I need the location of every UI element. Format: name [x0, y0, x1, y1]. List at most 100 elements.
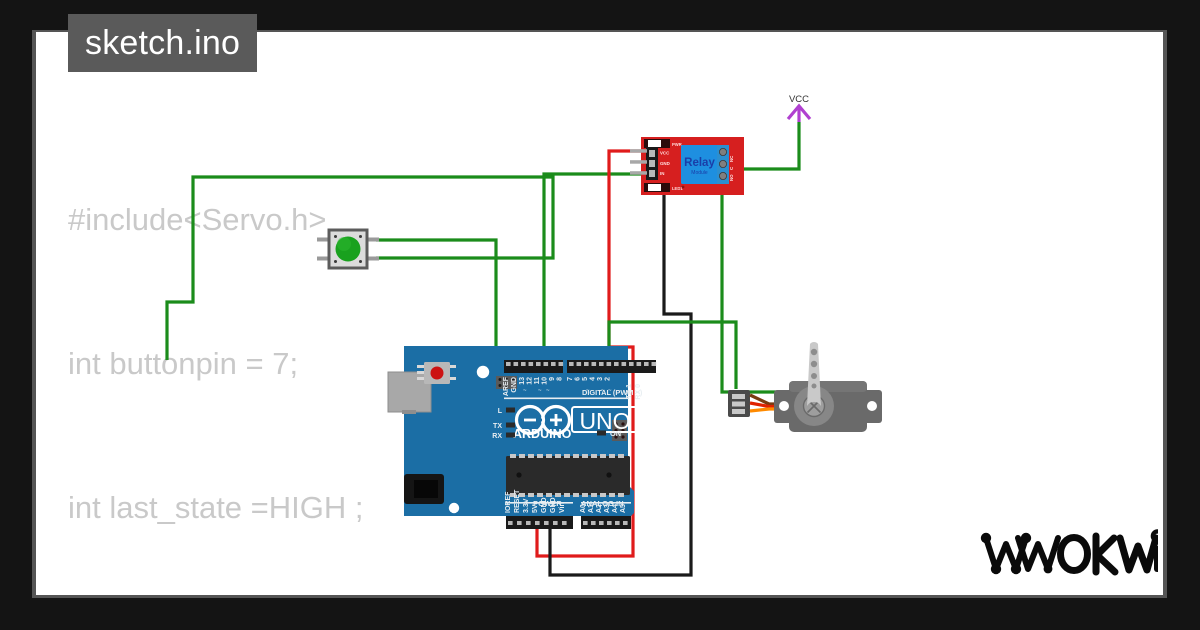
power-underline [506, 502, 573, 504]
relay-module[interactable]: PWR LED1 VCC GND IN Relay [630, 137, 744, 195]
digital-pin-labels-left: AREF GND 13 12 11 10 9 8 [503, 376, 564, 396]
wire-relay-in-to-pin8[interactable] [542, 172, 644, 360]
digital-pin-label: 8 [557, 377, 564, 381]
relay-led1-label: LED1 [672, 186, 683, 191]
svg-text:~: ~ [608, 388, 612, 394]
analog-header[interactable] [581, 516, 631, 529]
pwm-tilde-marks: ~~~ ~~~ [523, 388, 612, 394]
button-cap-highlight [337, 237, 351, 251]
button-corner-bl [334, 260, 337, 263]
relay-gnd-label: GND [660, 161, 670, 166]
board-brand-label: ARDUINO [513, 427, 572, 441]
relay-in-label: IN [660, 171, 664, 176]
relay-pin-gnd[interactable] [649, 160, 655, 167]
svg-text:~: ~ [523, 388, 527, 394]
power-jack-inner [414, 480, 438, 498]
digital-header-pin-pads [506, 362, 657, 366]
servo-connector-pin1 [732, 394, 745, 399]
relay-vcc-label: VCC [660, 151, 670, 156]
power-pin-label: IOREF [505, 491, 512, 513]
power-pin-label: RESET [514, 489, 521, 513]
relay-tail-in [630, 171, 647, 175]
led-label-l: L [498, 408, 503, 415]
digital-pin-label: 4 [590, 377, 597, 381]
wire-button-to-pin7[interactable] [376, 238, 498, 360]
wire-servo-signal-to-pin9[interactable] [607, 320, 738, 389]
servo-connector-pin3 [732, 409, 745, 414]
sketch-file-tab[interactable]: sketch.ino [68, 14, 258, 72]
button-leg-top-right [366, 237, 379, 242]
analog-pin-label: A1 [588, 504, 595, 513]
reset-leg-l1 [417, 365, 424, 368]
wire-button-to-gnd[interactable] [165, 175, 555, 360]
wokwi-node-dots [980, 532, 1053, 575]
vcc-supply-symbol[interactable]: VCC [786, 94, 812, 122]
pushbutton[interactable] [317, 228, 379, 270]
atmega328-chip [506, 454, 630, 497]
power-pin-labels: IOREF RESET 3.3V 5V GND GND Vin [505, 489, 566, 513]
relay-subtitle: Module [691, 170, 708, 176]
power-pin-label: 3.3V [523, 498, 530, 513]
button-leg-bot-right [366, 256, 379, 261]
reset-leg-r1 [450, 365, 456, 368]
servo-horn-holes [810, 348, 818, 389]
digital-pin-label: 9 [549, 377, 556, 381]
digital-pin-labels-right: 7 6 5 4 3 2 TX 1 RX 0 [567, 377, 642, 400]
wire-relay-no-to-vcc[interactable] [742, 122, 801, 171]
wire-relay-c-to-servo[interactable] [720, 182, 798, 400]
power-pin-label: 5V [532, 504, 539, 513]
diagram-canvas[interactable]: #include<Servo.h> int buttonpin = 7; int… [36, 32, 1163, 595]
analog-header-pads [583, 521, 628, 525]
digital-pin-label: 6 [575, 377, 582, 381]
relay-terminal-nc[interactable] [719, 171, 728, 180]
digital-pin-label: GND [511, 377, 518, 393]
power-pin-label: GND [541, 497, 548, 513]
mounting-hole-top [476, 365, 490, 379]
servo-connector-pin2 [732, 401, 745, 407]
digital-header-right[interactable] [567, 360, 656, 373]
servo-tab-hole-left [779, 401, 789, 411]
wire-relay-vcc-to-5v[interactable] [535, 149, 644, 558]
relay-no-label: NO [729, 174, 734, 181]
analog-pin-label: A0 [580, 504, 587, 513]
arduino-infinity-logo [514, 404, 572, 436]
relay-pwr-label: PWR [672, 142, 682, 147]
svg-text:~: ~ [586, 388, 590, 394]
servo-motor[interactable] [728, 341, 882, 432]
arduino-uno-board[interactable]: AREF GND 13 12 11 10 9 8 7 6 5 4 3 2 TX … [387, 346, 657, 529]
led-label-tx: TX [493, 423, 502, 430]
analog-underline [581, 502, 631, 504]
relay-terminal-no[interactable] [719, 148, 728, 157]
button-corner-tr [359, 235, 362, 238]
led-label-on: ON [610, 429, 621, 438]
wokwi-logo-svg: WOKWi [980, 529, 1163, 576]
reset-leg-l2 [417, 371, 424, 374]
board-model-label: UNO [579, 408, 630, 434]
relay-tail-gnd [630, 160, 647, 164]
relay-pin-in[interactable] [649, 170, 655, 177]
vcc-label: VCC [789, 94, 809, 105]
svg-text:~: ~ [538, 388, 542, 394]
circuit-diagram[interactable]: VCC PWR LED1 [36, 32, 1163, 595]
digital-header-left[interactable] [504, 360, 563, 373]
servo-tab-hole-right [867, 401, 877, 411]
analog-pin-label: A3 [604, 504, 611, 513]
servo-body-top [789, 381, 867, 392]
mounting-hole-bottom-left [448, 502, 460, 514]
relay-tail-vcc [630, 149, 647, 153]
reset-leg-r2 [450, 377, 456, 380]
relay-mounting-mark [681, 185, 685, 189]
relay-pin-vcc[interactable] [649, 150, 655, 157]
reset-leg-l3 [417, 377, 424, 380]
relay-terminal-c[interactable] [719, 159, 728, 168]
reset-button-cap[interactable] [430, 366, 444, 380]
digital-pin-label: 3 [597, 377, 604, 381]
digital-underline [504, 397, 629, 400]
vcc-arrow-icon [786, 103, 812, 122]
relay-nc-label: NC [729, 155, 734, 162]
relay-title: Relay [684, 157, 715, 169]
button-corner-br [359, 260, 362, 263]
wokwi-logo: WOKWi [978, 524, 1163, 591]
button-leg-bot-left [317, 256, 330, 261]
